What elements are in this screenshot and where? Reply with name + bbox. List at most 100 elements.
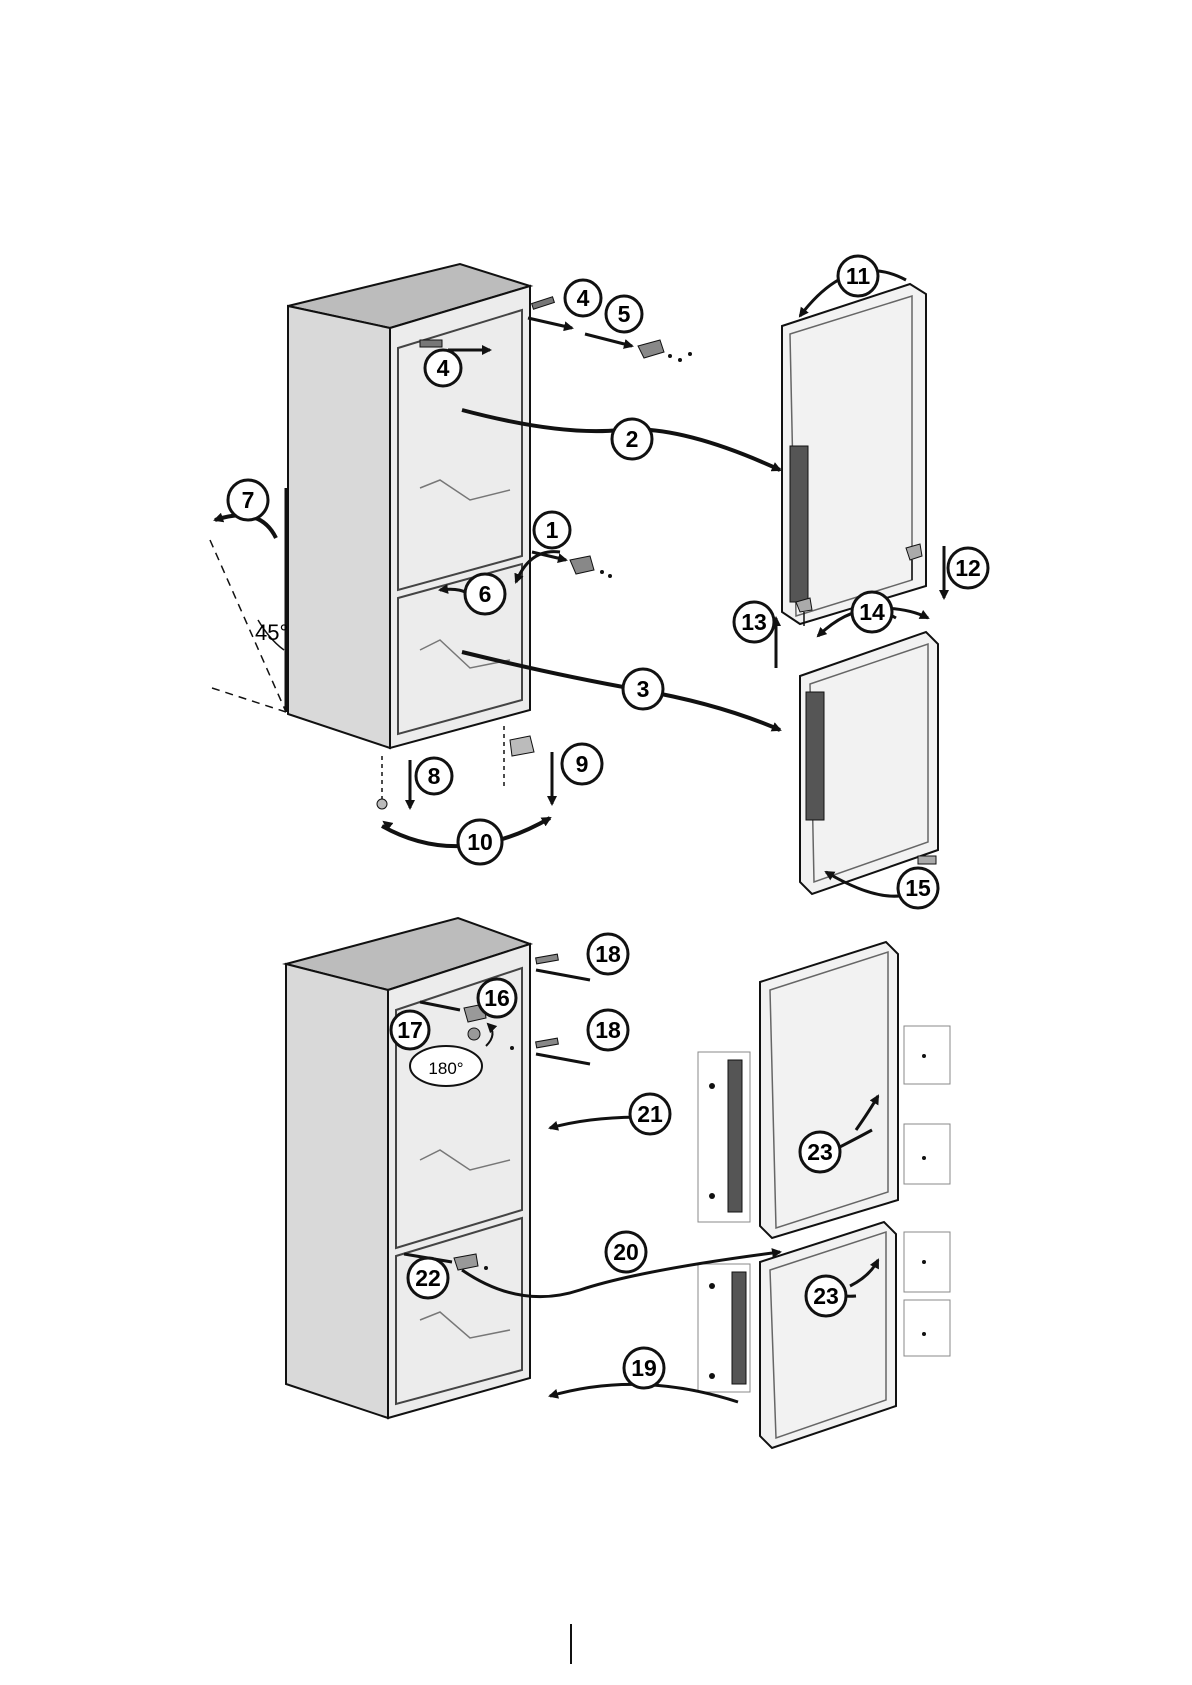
cabinet-side-face (288, 306, 390, 748)
cover-cap-line (536, 970, 590, 980)
svg-text:3: 3 (637, 676, 650, 702)
callout-21: 21 (630, 1094, 670, 1134)
cover-cap (536, 954, 559, 964)
bottom-door (800, 632, 938, 896)
plug (922, 1332, 926, 1336)
callout-10: 10 (458, 820, 502, 864)
screw (608, 574, 612, 578)
callout-15: 15 (898, 868, 938, 908)
top-door (782, 271, 926, 624)
cabinet-side-face (286, 964, 388, 1418)
hinge-pin (468, 1028, 480, 1040)
screw (668, 354, 672, 358)
callout-22: 22 (408, 1258, 448, 1298)
svg-text:4: 4 (577, 285, 590, 311)
hinge-cover-cap (532, 297, 555, 310)
callout-23a: 23 (800, 1132, 840, 1172)
callout-8: 8 (416, 758, 452, 794)
svg-text:6: 6 (479, 581, 492, 607)
upper-door-reinstall (698, 942, 950, 1238)
screw (688, 352, 692, 356)
callout-12: 12 (948, 548, 988, 588)
handle-screw (709, 1373, 715, 1379)
lower-handle (732, 1272, 746, 1384)
handle-screw (709, 1283, 715, 1289)
callout-2: 2 (612, 419, 652, 459)
screw (484, 1266, 488, 1270)
svg-text:14: 14 (859, 599, 885, 625)
middle-hinge (570, 556, 594, 574)
upper-door-handle (790, 446, 808, 602)
hinge-removal-arrow (585, 334, 632, 346)
callout-14: 14 (852, 592, 892, 632)
callout-9: 9 (562, 744, 602, 784)
svg-text:23: 23 (813, 1283, 839, 1309)
handle-screw (709, 1193, 715, 1199)
callout-19: 19 (624, 1348, 664, 1388)
floor-dashed-line (212, 688, 286, 712)
door-stop (918, 856, 936, 864)
cover-cap-line (536, 1054, 590, 1064)
handle-screw (709, 1083, 715, 1089)
callout-4b: 4 (425, 350, 461, 386)
plug (922, 1054, 926, 1058)
plug-outline-box (904, 1300, 950, 1356)
svg-text:15: 15 (905, 875, 931, 901)
screw (678, 358, 682, 362)
svg-text:23: 23 (807, 1139, 833, 1165)
lower-door-reinstall (698, 1222, 950, 1448)
callout-6: 6 (465, 574, 505, 614)
svg-text:5: 5 (618, 301, 631, 327)
callout-20: 20 (606, 1232, 646, 1272)
svg-text:10: 10 (467, 829, 493, 855)
svg-text:9: 9 (576, 751, 589, 777)
svg-text:17: 17 (397, 1017, 423, 1043)
callout-5: 5 (606, 296, 642, 332)
inner-cover-cap (420, 340, 442, 347)
svg-text:20: 20 (613, 1239, 639, 1265)
callout-7: 7 (228, 480, 268, 520)
svg-text:7: 7 (242, 487, 255, 513)
top-hinge (638, 340, 664, 358)
callout-18b: 18 (588, 1010, 628, 1050)
cover-cap (536, 1038, 559, 1048)
fridge-cabinet-top (288, 264, 530, 748)
callout-4a: 4 (565, 280, 601, 316)
bottom-hinge (510, 736, 534, 756)
plug-outline-box (904, 1026, 950, 1084)
svg-text:13: 13 (741, 609, 767, 635)
adjustable-foot (377, 799, 387, 809)
plug (922, 1156, 926, 1160)
angle-label: 45° (255, 620, 288, 645)
svg-text:4: 4 (437, 355, 450, 381)
plug (922, 1260, 926, 1264)
cabinet-front-face (390, 286, 530, 748)
rotation-label: 180° (428, 1059, 463, 1078)
svg-text:21: 21 (637, 1101, 663, 1127)
callout-3: 3 (623, 669, 663, 709)
lower-door-handle (806, 692, 824, 820)
callout-11: 11 (838, 256, 878, 296)
svg-text:22: 22 (415, 1265, 441, 1291)
svg-text:11: 11 (846, 263, 871, 289)
callout-13: 13 (734, 602, 774, 642)
svg-text:12: 12 (955, 555, 981, 581)
plug-outline-box (904, 1124, 950, 1184)
svg-text:16: 16 (484, 985, 510, 1011)
callout-18a: 18 (588, 934, 628, 974)
svg-text:8: 8 (428, 763, 441, 789)
svg-text:18: 18 (595, 1017, 621, 1043)
callout-16: 16 (478, 979, 516, 1017)
svg-text:1: 1 (546, 517, 559, 543)
cap-removal-arrow (528, 318, 572, 328)
upper-handle (728, 1060, 742, 1212)
plug-outline-box (904, 1232, 950, 1292)
callout-1: 1 (534, 512, 570, 548)
callout-23b: 23 (806, 1276, 846, 1316)
svg-text:19: 19 (631, 1355, 657, 1381)
callout-17: 17 (391, 1011, 429, 1049)
screw-hole (510, 1046, 514, 1050)
screw (600, 570, 604, 574)
tilt-indicator: 45° (210, 488, 288, 712)
